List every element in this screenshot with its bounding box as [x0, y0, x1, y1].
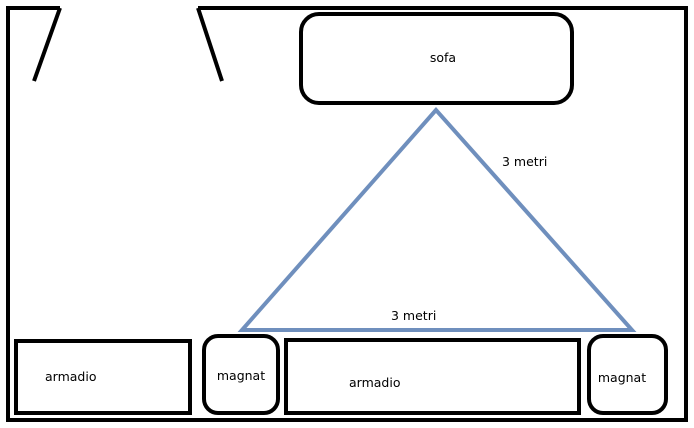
- magnat-left: magnat: [202, 334, 280, 415]
- armadio-left: armadio: [14, 339, 192, 415]
- magnat-right: magnat: [587, 334, 668, 415]
- magnat-right-label: magnat: [598, 370, 646, 385]
- triangle-shape: [237, 106, 637, 332]
- room-wall: [6, 6, 688, 422]
- sofa: sofa: [299, 12, 574, 105]
- door-right-jamb: [196, 7, 224, 82]
- armadio-center: armadio: [284, 338, 581, 415]
- magnat-left-label: magnat: [217, 368, 265, 383]
- armadio-center-label: armadio: [349, 375, 400, 390]
- door-left-jamb: [32, 7, 62, 82]
- sofa-label: sofa: [430, 50, 456, 65]
- listening-triangle: 3 metri 3 metri: [237, 106, 637, 332]
- triangle-base-label: 3 metri: [391, 308, 436, 323]
- triangle-side-label: 3 metri: [502, 154, 547, 169]
- armadio-left-label: armadio: [45, 369, 96, 384]
